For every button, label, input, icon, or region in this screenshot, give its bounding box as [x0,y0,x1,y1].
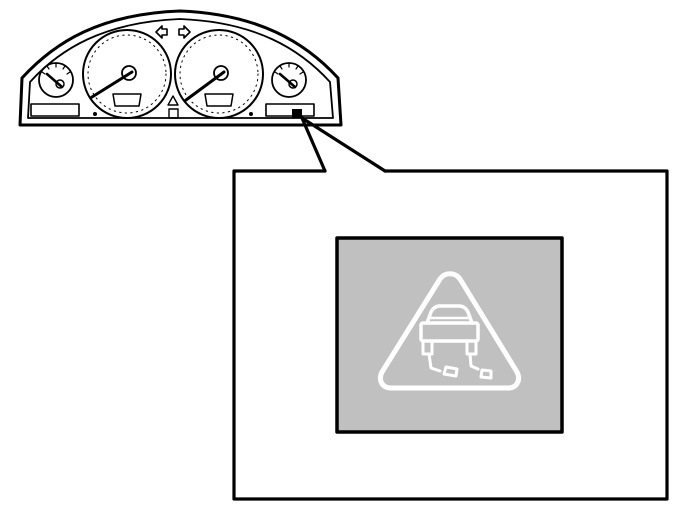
right-large-gauge-display [204,93,234,107]
left-indicator-dot [93,112,97,116]
indicator-panel [335,236,564,434]
right-indicator-dot [249,112,253,116]
left-small-gauge [38,62,74,98]
right-large-gauge [174,29,264,119]
instrument-cluster-icon [18,9,343,127]
right-display-panel [265,103,315,117]
left-display-panel [30,103,80,117]
callout-box [232,169,669,501]
callout-pointer [300,116,387,173]
cluster-inner-bezel [27,18,334,119]
left-large-gauge-display [112,93,142,107]
cluster-outer-housing [18,9,343,127]
right-large-gauge-needle [184,70,226,102]
hazard-triangle-icon [167,95,179,106]
right-small-gauge-needle [278,72,297,89]
hazard-square-icon [168,108,179,119]
skid-warning-triangle-icon [377,271,522,391]
left-small-gauge-needle [45,72,64,89]
indicator-location-marker [292,109,302,118]
left-turn-arrow-icon [155,25,168,39]
left-large-gauge-needle [90,70,134,99]
right-turn-arrow-icon [178,25,191,39]
right-small-gauge [271,62,307,98]
left-large-gauge [82,29,172,119]
